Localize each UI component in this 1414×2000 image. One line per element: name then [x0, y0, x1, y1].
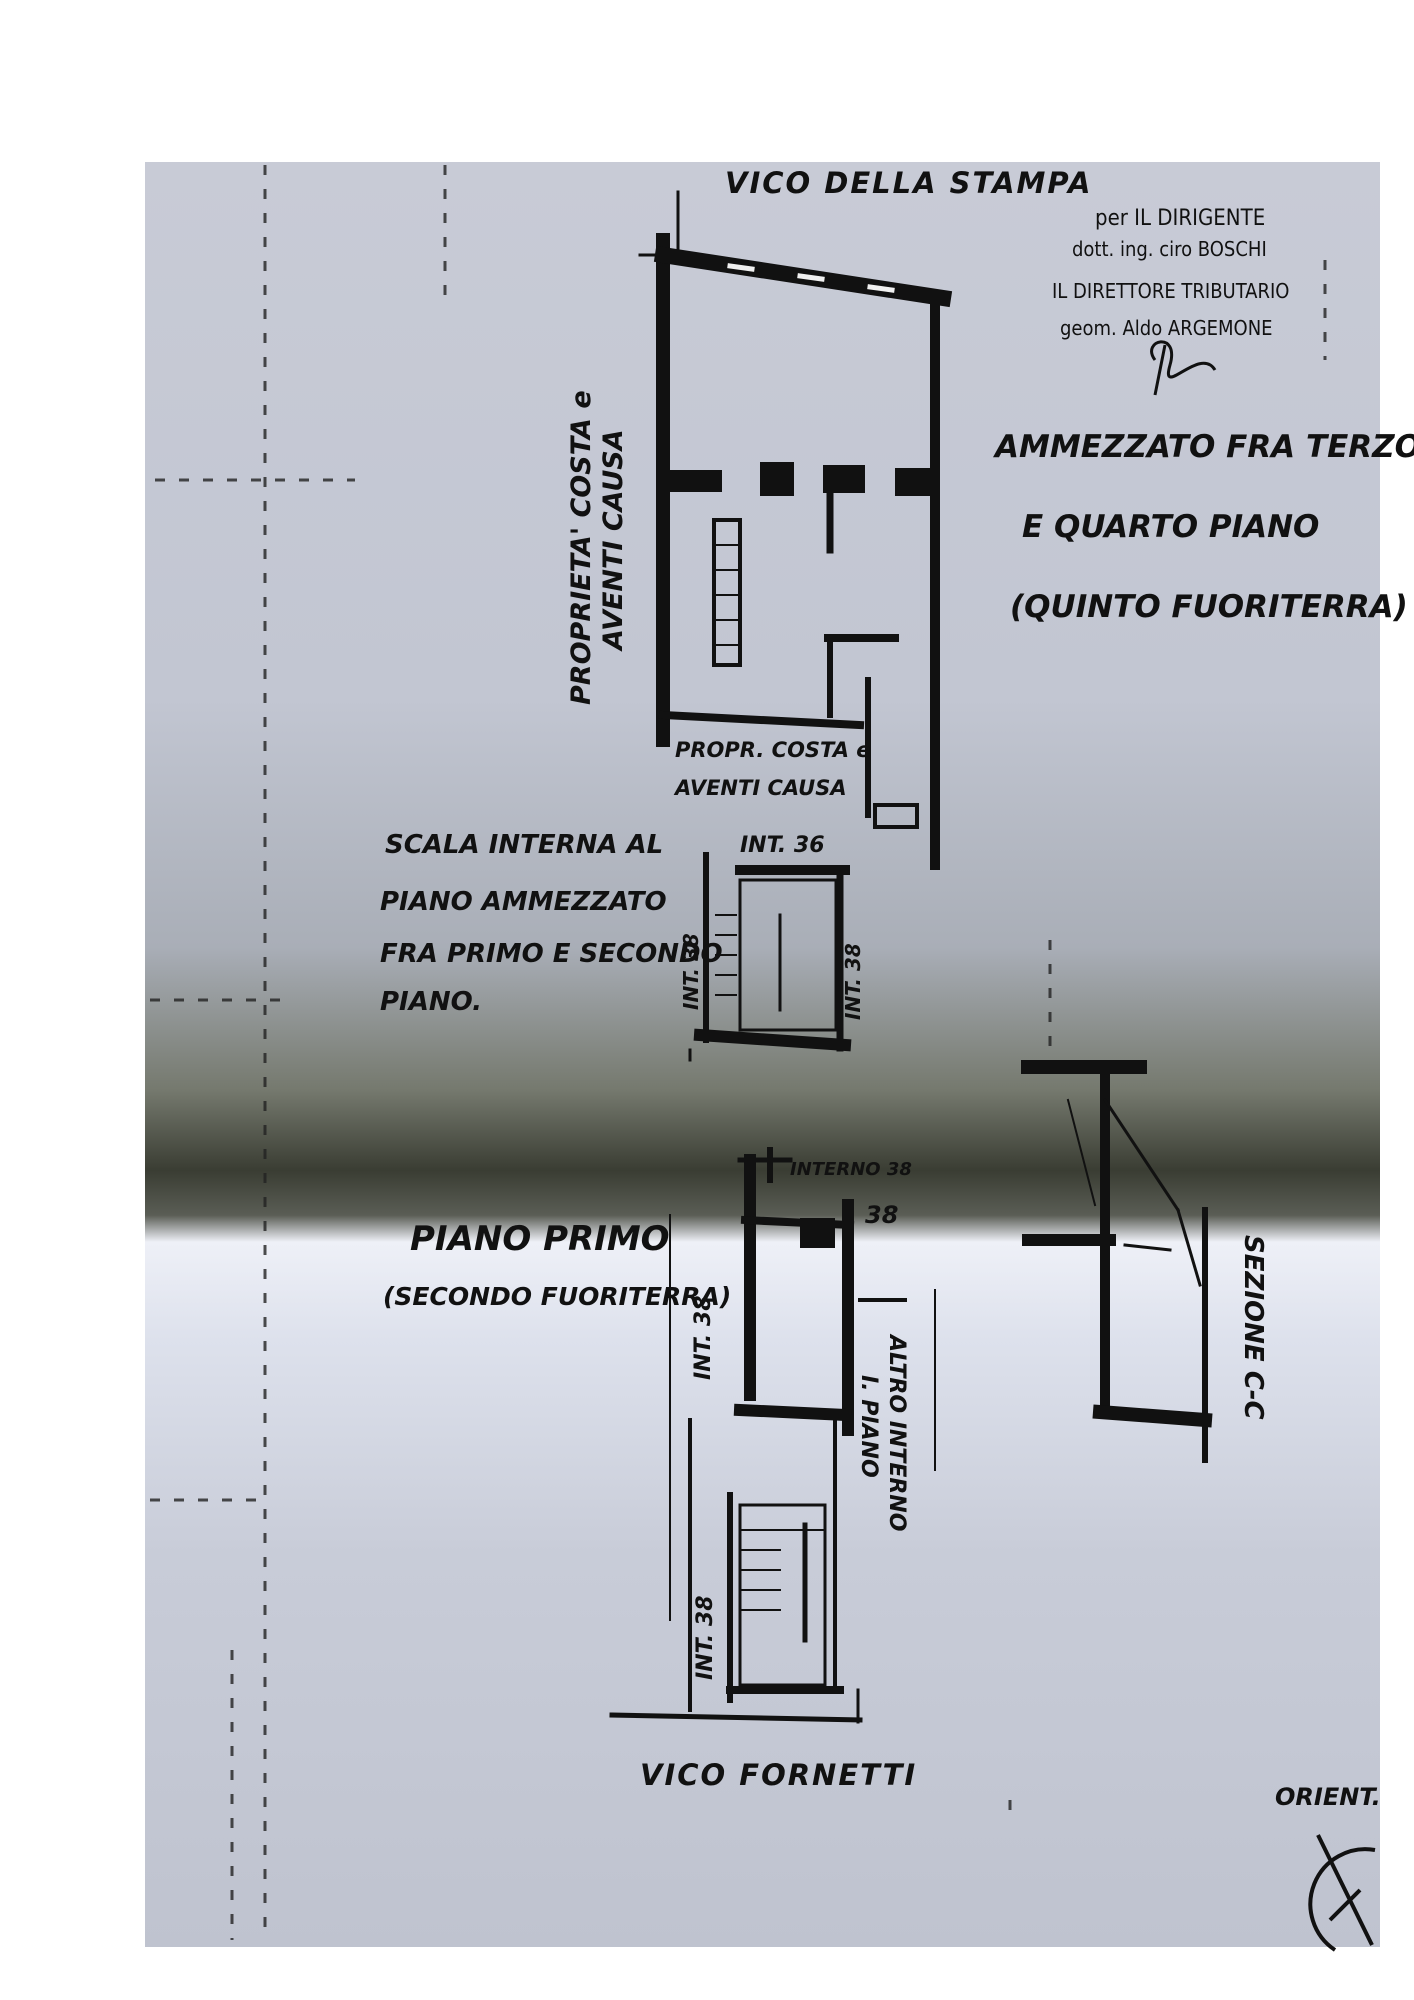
first-floor-title-line-1: PIANO PRIMO — [410, 1219, 670, 1259]
upper-title-line-2: E QUARTO PIANO — [1022, 509, 1319, 545]
scan-area — [145, 162, 1380, 1947]
upper-title-line-3: (QUINTO FUORITERRA) — [1010, 589, 1408, 625]
interno-left-label: INT. 38 — [679, 933, 703, 1010]
interno-bottom-label: INT. 38 — [693, 1596, 718, 1681]
stair-label-line-3: FRA PRIMO E SECONDO — [380, 939, 723, 969]
stair-label-line-4: PIANO. — [380, 987, 482, 1017]
upper-title-line-1: AMMEZZATO FRA TERZO — [992, 429, 1414, 465]
street-bottom-label: VICO FORNETTI — [640, 1758, 917, 1792]
orientation-label: ORIENT. — [1275, 1783, 1381, 1811]
internal-stair-label: SCALA INTERNA AL PIANO AMMEZZATO FRA PRI… — [380, 830, 723, 1017]
street-top-label: VICO DELLA STAMPA — [725, 166, 1092, 200]
interno-top-label: INT. 36 — [740, 833, 825, 858]
middle-property-label: PROPR. COSTA e AVENTI CAUSA — [673, 738, 871, 800]
middle-property-line-2: AVENTI CAUSA — [673, 776, 847, 800]
interno-ground-label: INTERNO 38 — [790, 1159, 912, 1180]
upper-floor-plan — [638, 190, 953, 870]
interno-right-label: INT. 38 — [841, 943, 865, 1020]
stamp-line-3: IL DIRETTORE TRIBUTARIO — [1052, 279, 1289, 303]
official-stamp: per IL DIRIGENTE dott. ing. ciro BOSCHI … — [1052, 206, 1289, 396]
left-property-line-1: PROPRIETA' COSTA e — [566, 390, 597, 705]
construction-lines — [150, 165, 1327, 1940]
stair-label-line-1: SCALA INTERNA AL — [385, 830, 663, 860]
first-floor-title-line-2: (SECONDO FUORITERRA) — [383, 1282, 731, 1311]
interno-ground-left-label: INT. 38 — [691, 1296, 716, 1381]
stair-label-line-2: PIANO AMMEZZATO — [380, 887, 667, 917]
left-property-label: PROPRIETA' COSTA e AVENTI CAUSA — [566, 390, 629, 705]
other-interno-line-1: ALTRO INTERNO — [884, 1333, 909, 1531]
first-floor-title: PIANO PRIMO (SECONDO FUORITERRA) — [383, 1219, 731, 1311]
section-drawing — [1021, 1060, 1213, 1463]
section-label: SEZIONE C-C — [1238, 1235, 1268, 1420]
left-property-line-2: AVENTI CAUSA — [598, 429, 629, 652]
other-interno-line-2: I. PIANO — [856, 1375, 881, 1478]
signature-mark — [1150, 340, 1217, 396]
compass-icon — [1308, 1834, 1376, 1952]
interno-ground-mid-label: 38 — [865, 1201, 898, 1229]
upper-floor-title: AMMEZZATO FRA TERZO E QUARTO PIANO (QUIN… — [992, 429, 1414, 625]
stamp-line-2: dott. ing. ciro BOSCHI — [1072, 237, 1267, 261]
first-floor-plan — [609, 1147, 936, 1724]
other-interno-label: ALTRO INTERNO I. PIANO — [856, 1333, 909, 1531]
stamp-line-4: geom. Aldo ARGEMONE — [1060, 316, 1273, 340]
stamp-line-1: per IL DIRIGENTE — [1095, 206, 1265, 231]
middle-property-line-1: PROPR. COSTA e — [675, 738, 871, 762]
stair-plan — [688, 852, 852, 1062]
